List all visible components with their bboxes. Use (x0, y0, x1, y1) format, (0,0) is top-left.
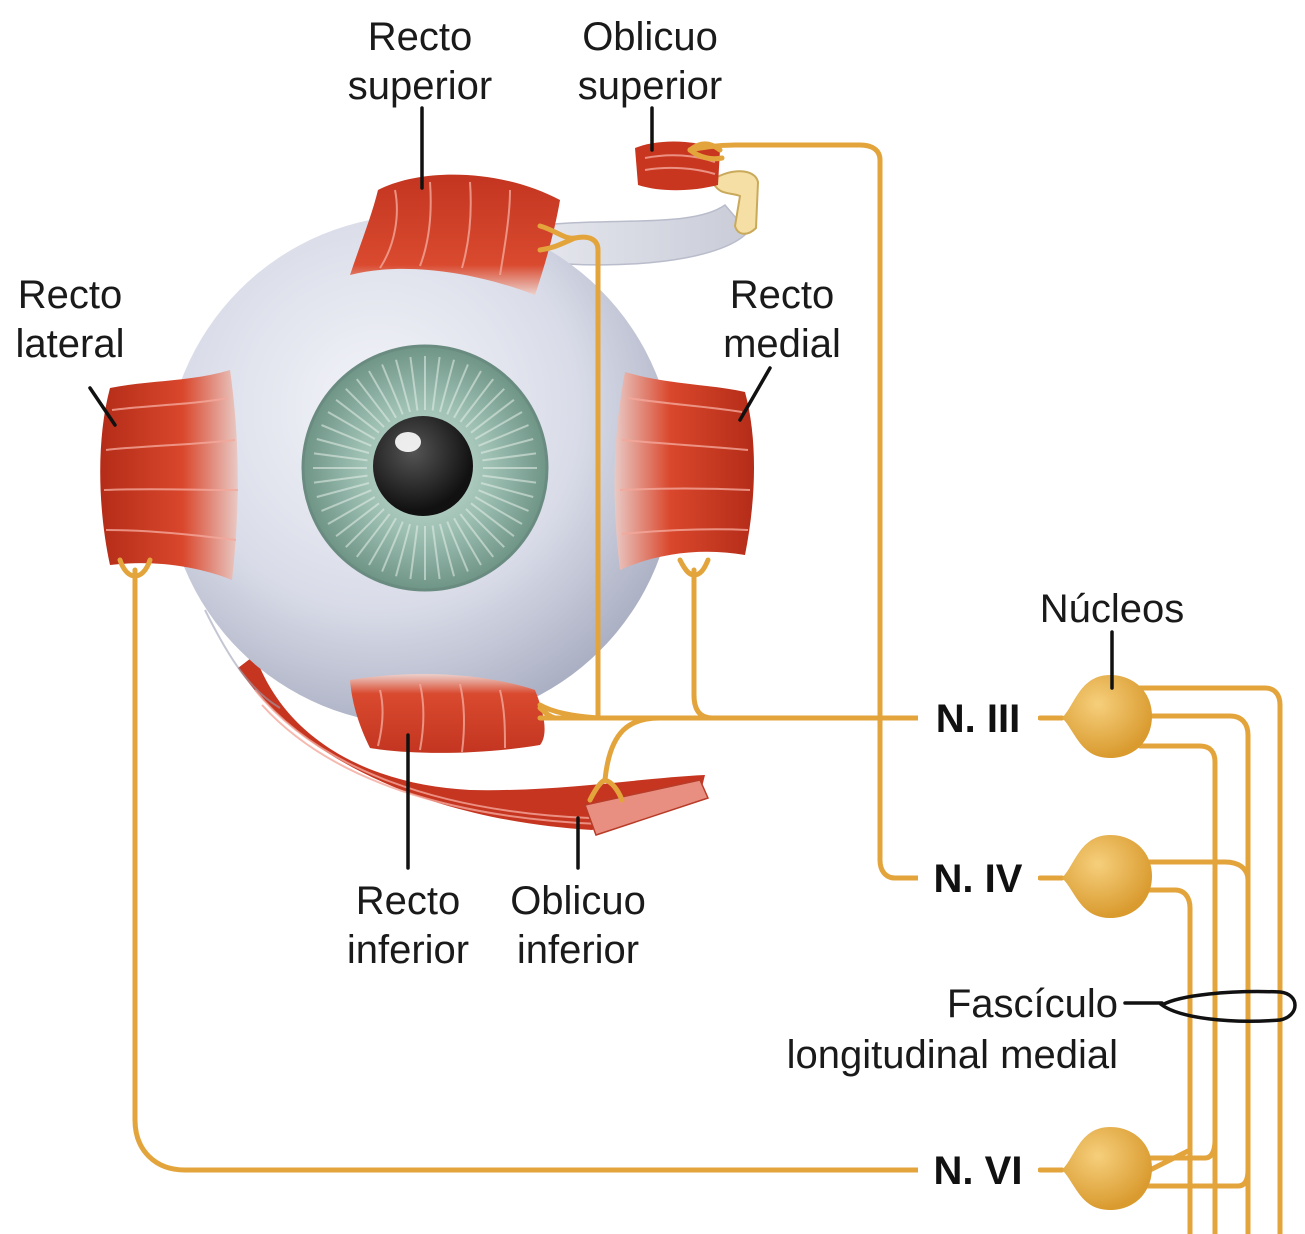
label-oblicuo-superior-1: Oblicuo (582, 15, 718, 59)
label-recto-medial-2: medial (723, 322, 841, 366)
lateral-rectus-muscle (100, 370, 238, 580)
label-oblicuo-inferior-1: Oblicuo (510, 879, 646, 923)
pupil-highlight (395, 432, 421, 452)
mlf-fiber-1 (1140, 688, 1280, 1234)
mlf-fiber-5 (1148, 890, 1190, 1234)
mlf-fiber-4 (1148, 862, 1248, 880)
label-recto-superior-1: Recto (368, 15, 473, 59)
n3-to-inferior-oblique (605, 718, 660, 780)
label-nucleos: Núcleos (1040, 587, 1185, 631)
label-fasciculo-2: longitudinal medial (787, 1033, 1118, 1077)
nucleus-n4 (1062, 835, 1152, 918)
mlf-fiber-7 (1148, 1170, 1248, 1186)
label-recto-lateral-2: lateral (16, 322, 125, 366)
label-n3: N. III (936, 697, 1020, 741)
pupil (373, 416, 473, 516)
label-fasciculo-1: Fascículo (947, 982, 1118, 1026)
label-recto-superior-2: superior (348, 64, 493, 108)
label-recto-inferior-2: inferior (347, 928, 469, 972)
label-n4: N. IV (934, 857, 1023, 901)
mlf-bracket (1162, 992, 1295, 1022)
label-n6: N. VI (934, 1149, 1023, 1193)
nucleus-n6 (1062, 1127, 1152, 1210)
n3-to-medial-rectus (694, 570, 760, 718)
label-oblicuo-superior-2: superior (578, 64, 723, 108)
label-oblicuo-inferior-2: inferior (517, 928, 639, 972)
label-recto-inferior-1: Recto (356, 879, 461, 923)
nucleus-n3 (1062, 675, 1152, 758)
label-recto-medial-1: Recto (730, 273, 835, 317)
medial-rectus-muscle (615, 372, 755, 570)
label-recto-lateral-1: Recto (18, 273, 123, 317)
